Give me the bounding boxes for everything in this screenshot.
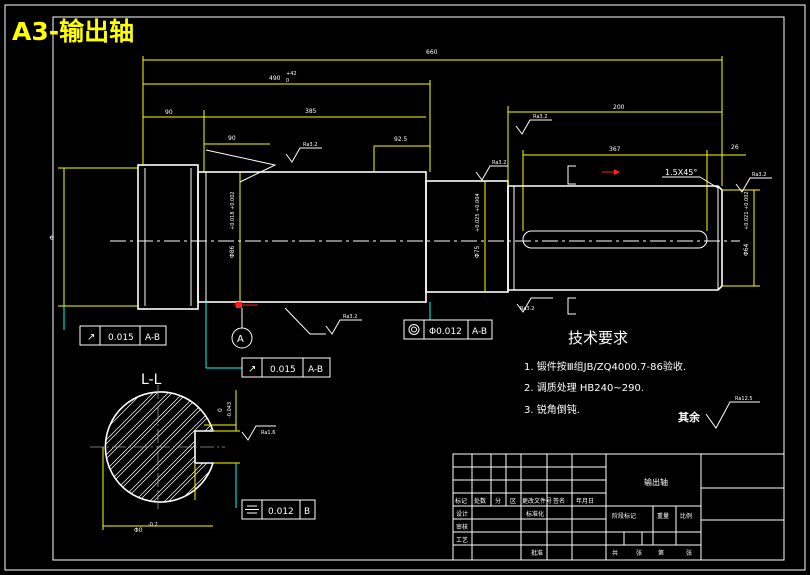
dim-shaft-tol-lower: 0 (286, 78, 289, 84)
sec-depth-tol: -0.043 (227, 402, 233, 418)
section-mark-top (567, 165, 576, 185)
roughness-symbols: Ra3.2 Ra3.2 Ra3.2 Ra3.2 Ra3.2 Ra3.2 Ra1.… (241, 114, 772, 441)
svg-text:比例: 比例 (680, 512, 692, 520)
roughness-symbol-7: Ra1.6 (241, 425, 276, 441)
dim-left-dia: Φ (49, 235, 56, 240)
sec-width: Φ0 (134, 527, 143, 534)
svg-text:标准化: 标准化 (526, 510, 544, 518)
roughness-symbol-4: Ra3.2 (735, 172, 772, 193)
roughness-symbol-5: Ra3.2 (284, 307, 362, 335)
dim-end-tol: +0.021 +0.002 (744, 191, 750, 230)
svg-text:0.012: 0.012 (268, 507, 294, 517)
svg-text:Ra3.2: Ra3.2 (520, 306, 534, 312)
dim-right-200: 200 (613, 104, 625, 111)
svg-text:标记: 标记 (455, 497, 467, 505)
svg-text:阶段标记: 阶段标记 (612, 512, 636, 520)
shaft-end-section (507, 185, 723, 291)
dim-neck-tol: +0.025 +0.004 (475, 193, 481, 232)
tech-item-1: 1. 锻件按Ⅲ组JB/ZQ4000.7-86验收. (524, 360, 686, 373)
dim-main-dia: Φ86 (229, 245, 236, 258)
dimension-texts: 660 490 +42 0 90 385 90 200 367 26 92.5 … (49, 49, 750, 258)
datum-a-label: A (237, 334, 244, 345)
section-label: L-L (141, 372, 162, 388)
tech-requirements: 技术要求 1. 锻件按Ⅲ组JB/ZQ4000.7-86验收. 2. 调质处理 H… (524, 329, 760, 429)
keyway-slot (522, 230, 708, 249)
svg-text:签名: 签名 (553, 497, 565, 505)
runout-icon: ↗ (87, 332, 95, 343)
svg-text:A-B: A-B (145, 333, 160, 343)
svg-text:批准: 批准 (531, 549, 543, 557)
dim-shaft-tol-upper: +42 (286, 71, 297, 77)
svg-text:处数: 处数 (474, 497, 486, 505)
concentricity-frame: Φ0.012 A-B (403, 302, 493, 340)
section-view: L-L (90, 372, 316, 534)
svg-text:Ra3.2: Ra3.2 (752, 172, 766, 178)
dim-overall: 660 (426, 49, 438, 56)
svg-text:第: 第 (658, 549, 664, 557)
inner-90-leader (205, 149, 277, 183)
svg-text:0.015: 0.015 (270, 365, 296, 375)
tech-other: 其余 (678, 410, 701, 424)
svg-text:更改文件号: 更改文件号 (522, 497, 552, 505)
dim-chamfer: 1.5X45° (665, 168, 697, 177)
roughness-symbol-6: Ra3.2 (516, 297, 553, 313)
svg-text:工艺: 工艺 (456, 536, 468, 544)
dim-inner-90: 90 (228, 135, 236, 142)
tb-name: 输出轴 (644, 477, 668, 487)
dimension-lines (58, 56, 760, 307)
svg-text:0.015: 0.015 (108, 333, 134, 343)
svg-text:张: 张 (686, 549, 692, 557)
svg-text:设计: 设计 (456, 510, 468, 518)
roughness-symbol-3: Ra3.2 (475, 160, 508, 181)
shaft-neck (425, 180, 509, 293)
section-mark-bottom (567, 297, 576, 315)
dim-mid-385: 385 (305, 108, 317, 115)
svg-text:Ra1.6: Ra1.6 (261, 430, 275, 436)
title-block: 输出轴 标记 处数 分 区 更改文件号 签名 年月日 设计 审核 工艺 标准化 … (452, 453, 785, 561)
svg-text:分: 分 (495, 497, 501, 505)
svg-text:Ra3.2: Ra3.2 (343, 314, 357, 320)
svg-text:Ra3.2: Ra3.2 (533, 114, 547, 120)
shaft-flange (137, 164, 199, 310)
dim-key-367: 367 (609, 146, 621, 153)
dim-end-dia: Φ64 (743, 243, 750, 256)
sec-width-tol: -0.2 (148, 522, 158, 528)
inner-frame (52, 16, 785, 561)
tech-item-3: 3. 锐角倒钝. (524, 403, 580, 416)
dim-shaft-len: 490 (269, 75, 281, 82)
outer-frame (4, 4, 806, 571)
runout-frame-left: ↗ 0.015 A-B (63, 306, 167, 346)
svg-text:重量: 重量 (657, 512, 669, 520)
svg-text:年月日: 年月日 (576, 497, 594, 505)
svg-text:A-B: A-B (308, 365, 323, 375)
svg-text:审核: 审核 (456, 523, 468, 531)
shaft-main-view (110, 164, 740, 310)
roughness-symbol-1: Ra3.2 (285, 142, 322, 163)
dim-left-90: 90 (165, 109, 173, 116)
drawing-title: A3-输出轴 (12, 17, 134, 46)
svg-text:区: 区 (510, 498, 516, 505)
svg-text:Ra3.2: Ra3.2 (492, 160, 506, 166)
tech-heading: 技术要求 (568, 329, 628, 347)
svg-text:共: 共 (612, 549, 618, 557)
tech-other-ra: Ra12.5 (735, 396, 753, 402)
runout-icon-2: ↗ (248, 364, 256, 375)
svg-text:A-B: A-B (472, 327, 487, 337)
dim-92-5: 92.5 (394, 136, 408, 143)
section-hatch (105, 392, 213, 502)
svg-text:Ra3.2: Ra3.2 (303, 142, 317, 148)
svg-text:B: B (304, 507, 310, 517)
svg-text:张: 张 (636, 549, 642, 557)
roughness-symbol-2: Ra3.2 (515, 114, 552, 135)
datum-a: A (231, 302, 258, 349)
dim-neck-dia: Φ75 (474, 245, 481, 258)
svg-text:Φ0.012: Φ0.012 (429, 327, 462, 337)
dim-end-26: 26 (731, 144, 739, 151)
tech-item-2: 2. 调质处理 HB240~290. (524, 382, 644, 394)
runout-frame-mid: ↗ 0.015 A-B (205, 302, 331, 378)
dim-main-tol: +0.018 +0.002 (230, 191, 236, 230)
sec-depth: 0 (217, 408, 224, 412)
